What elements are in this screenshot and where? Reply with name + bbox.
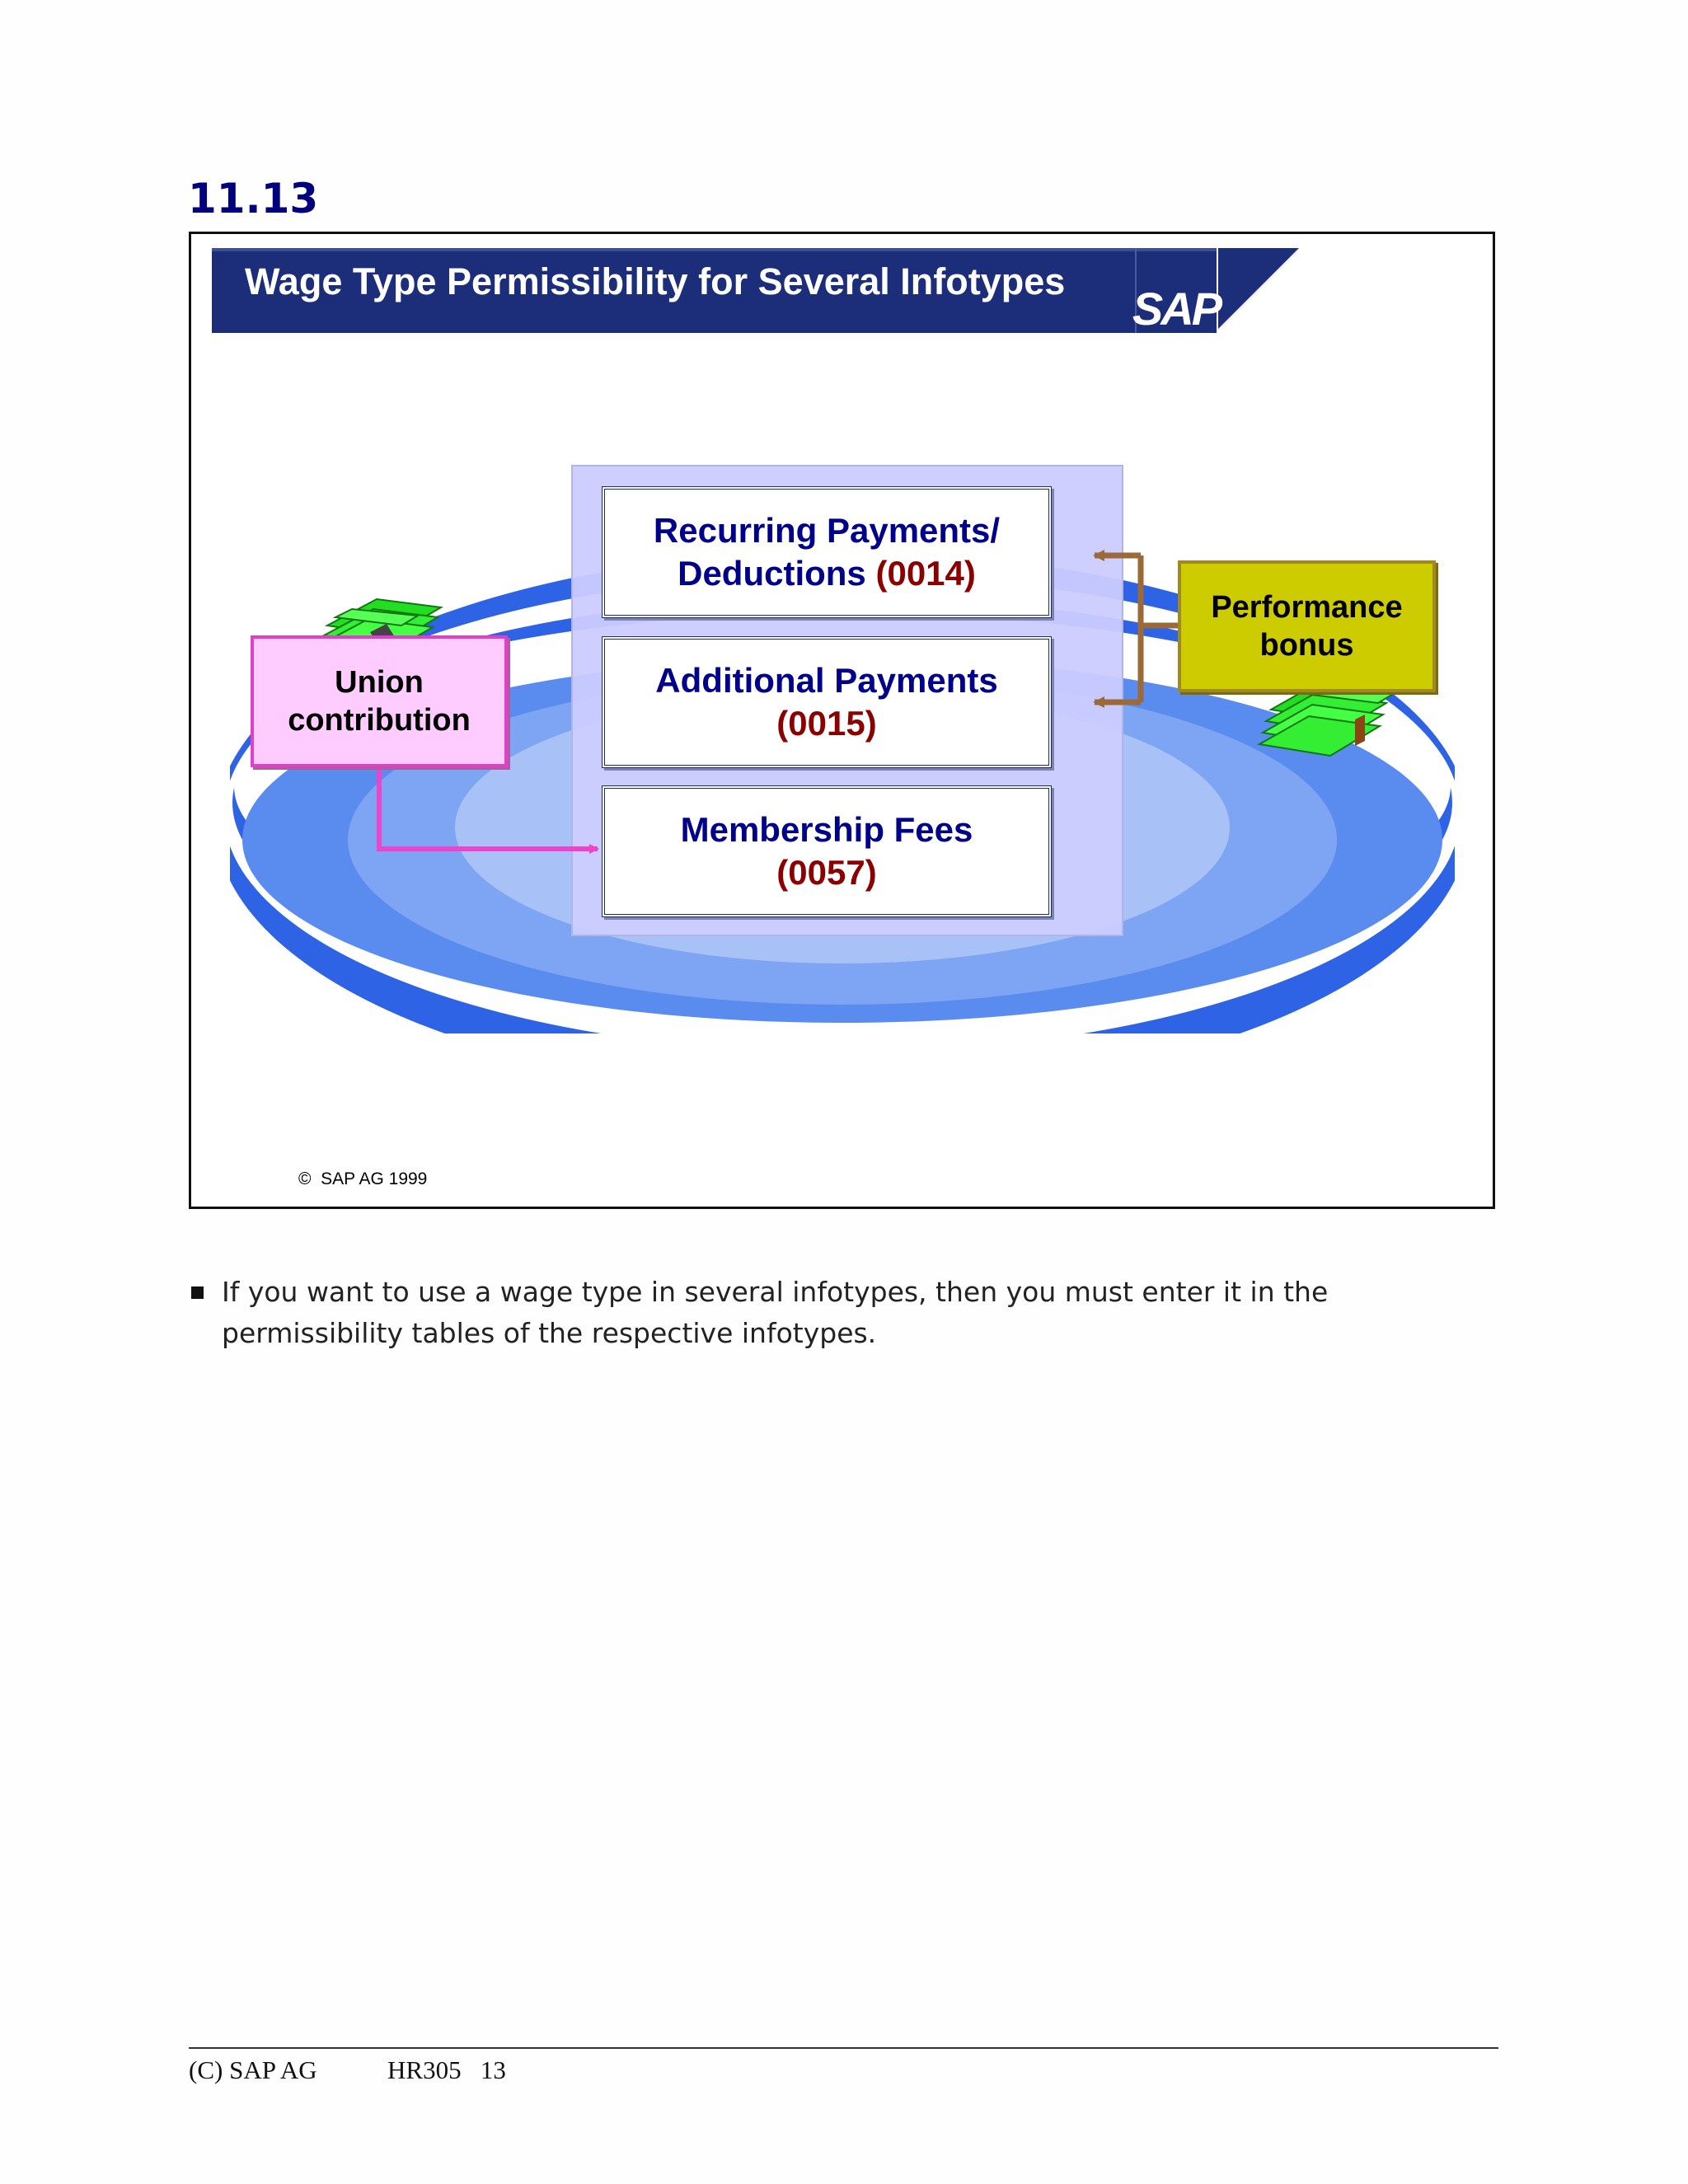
bonus-arrows xyxy=(1093,550,1178,708)
footer-copyright: (C) SAP AG xyxy=(189,2055,317,2084)
infotype-0057-code: (0057) xyxy=(776,853,877,892)
performance-bonus-box: Performance bonus xyxy=(1178,560,1436,692)
sap-logo: SAP xyxy=(1132,283,1223,335)
footer-divider xyxy=(189,2047,1498,2049)
infotype-0014-code: (0014) xyxy=(875,554,976,593)
bullet-text: If you want to use a wage type in severa… xyxy=(222,1276,1329,1349)
footer-page: 13 xyxy=(480,2055,506,2084)
union-line1: Union xyxy=(335,665,424,700)
union-arrow xyxy=(377,767,599,854)
infotype-box-0057: Membership Fees (0057) xyxy=(602,785,1052,917)
bonus-line2: bonus xyxy=(1259,628,1354,663)
slide-copyright-text: SAP AG 1999 xyxy=(321,1169,428,1188)
copyright-icon: © xyxy=(298,1169,312,1188)
slide-frame: SAP Wage Type Permissibility for Several… xyxy=(189,232,1495,1209)
infotype-0015-code: (0015) xyxy=(776,704,877,743)
union-line2: contribution xyxy=(288,703,471,738)
title-banner xyxy=(212,248,1299,333)
infotype-box-0015: Additional Payments (0015) xyxy=(602,636,1052,768)
infotype-0014-line2: Deductions xyxy=(678,554,866,593)
section-number: 11.13 xyxy=(188,175,319,223)
slide-title: Wage Type Permissibility for Several Inf… xyxy=(245,260,1066,302)
infotype-0057-name: Membership Fees xyxy=(680,810,973,849)
slide-copyright: © SAP AG 1999 xyxy=(298,1169,427,1189)
infotype-0015-name: Additional Payments xyxy=(655,661,998,700)
infotype-0014-line1: Recurring Payments/ xyxy=(653,511,1001,550)
footer-course-page: HR305 13 xyxy=(387,2055,506,2085)
footer-course: HR305 xyxy=(387,2055,462,2084)
square-bullet-icon xyxy=(191,1286,204,1299)
infotype-box-0014: Recurring Payments/ Deductions (0014) xyxy=(602,486,1052,618)
union-contribution-box: Union contribution xyxy=(251,635,508,767)
bonus-line1: Performance xyxy=(1211,590,1403,625)
